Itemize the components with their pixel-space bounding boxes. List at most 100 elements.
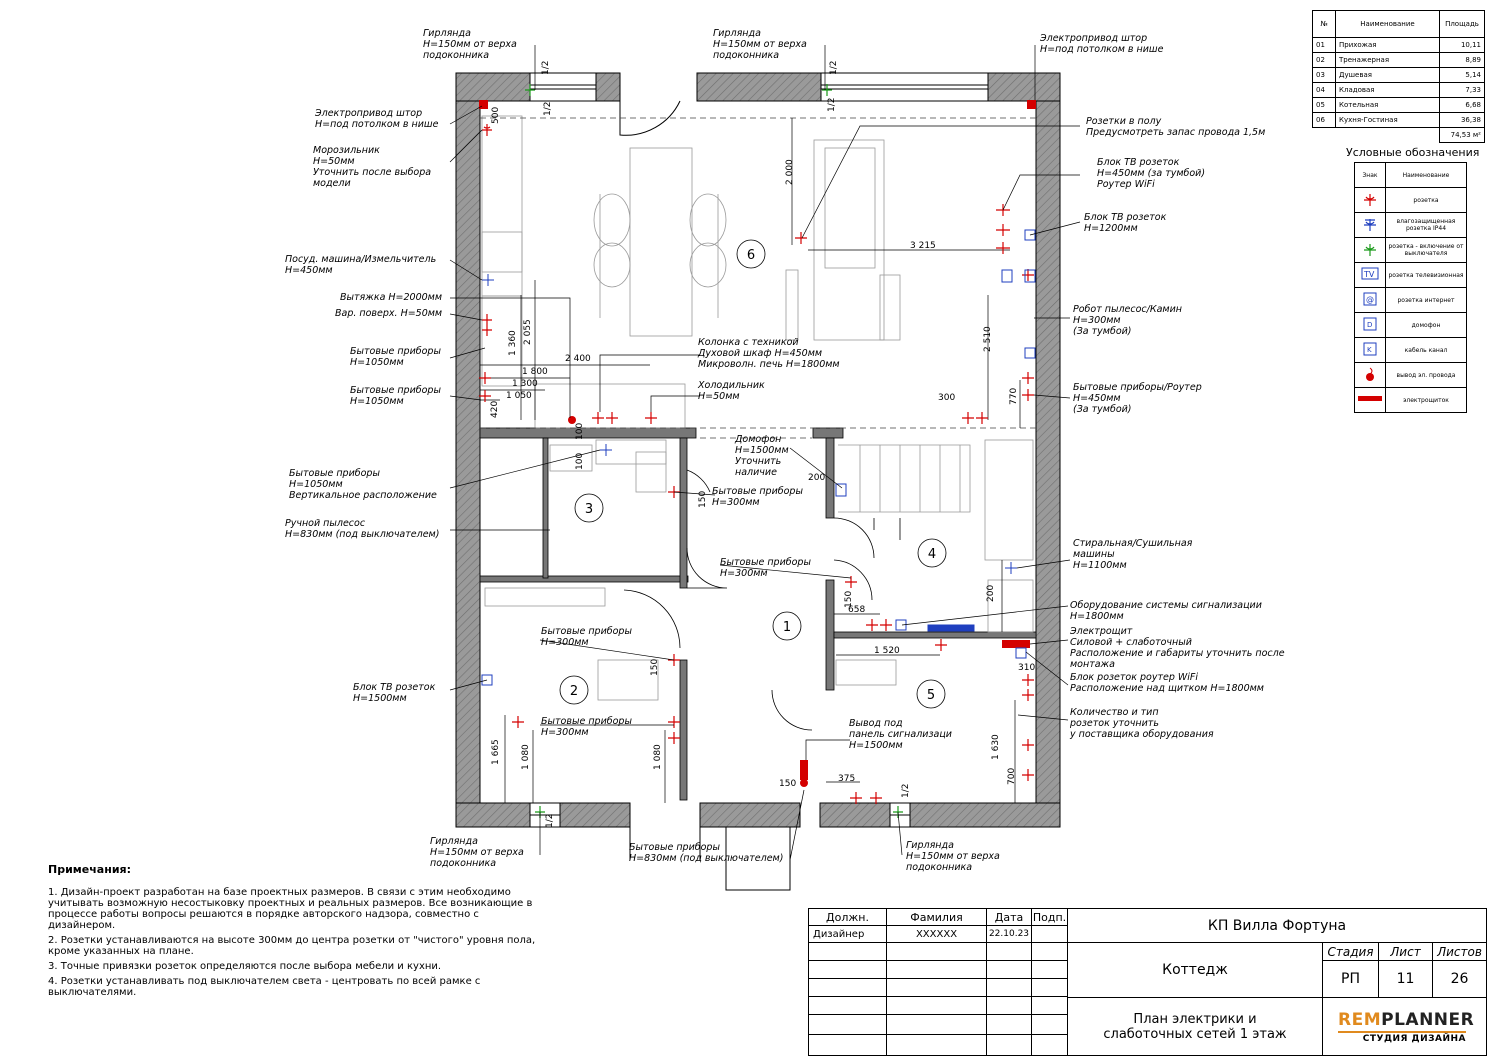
socket-icon <box>850 792 882 804</box>
annotation-appliances: Бытовые приборы H=300мм <box>720 557 811 579</box>
stamp-empty-cell <box>809 979 887 997</box>
socket-icon <box>1022 674 1034 701</box>
stamp-empty-cell <box>987 1015 1032 1035</box>
dim-label: 1 665 <box>491 739 501 765</box>
waterproof-socket-icon <box>482 274 494 286</box>
legend-label: розетка - включение от выключателя <box>1385 237 1467 263</box>
stamp-empty-cell <box>987 979 1032 997</box>
annotation-appliances: Бытовые приборы H=1050мм <box>350 346 441 368</box>
legend-label: домофон <box>1385 312 1467 338</box>
room-area: 7,33 <box>1439 82 1485 98</box>
tv-socket-icon: TV <box>1354 262 1386 288</box>
panel-icon <box>1354 387 1386 413</box>
dim-label: 1 800 <box>522 367 548 377</box>
dim-label: 3 215 <box>910 241 936 251</box>
room-numbers <box>559 239 947 709</box>
rooms-header-area: Площадь <box>1439 10 1485 38</box>
dim-label: 375 <box>838 774 855 784</box>
switch-socket-icons <box>525 84 903 818</box>
room-no: 05 <box>1312 97 1336 113</box>
waterproof-socket-icon <box>1005 562 1017 574</box>
note-item: 2. Розетки устанавливаются на высоте 300… <box>48 935 536 957</box>
room-number: 2 <box>570 684 578 699</box>
annotation-robot: Робот пылесос/Камин H=300мм (За тумбой) <box>1073 304 1182 337</box>
switch-socket-icon <box>1354 237 1386 263</box>
stamp-header-name: Фамилия <box>887 909 987 926</box>
sheets-label: Листов <box>1433 943 1486 961</box>
dim-label: 2 000 <box>785 159 795 185</box>
socket-icon <box>1022 269 1034 281</box>
annotation-appliances: Бытовые приборы H=1050мм <box>350 385 441 407</box>
internet-socket-icon <box>895 619 907 631</box>
room-no: 01 <box>1312 37 1336 53</box>
intercom-icon <box>835 483 847 497</box>
note-item: 3. Точные привязки розеток определяются … <box>48 961 442 972</box>
dim-label: 700 <box>1007 768 1017 785</box>
stamp-empty-cell <box>1032 979 1068 997</box>
stamp-empty-cell <box>887 943 987 961</box>
room-no: 03 <box>1312 67 1336 83</box>
legend-row: розетка <box>1354 187 1467 213</box>
legend-label: электрощиток <box>1385 387 1467 413</box>
dim-label: 1/2 <box>543 102 553 116</box>
annotation-appliances: Бытовые приборы H=300мм <box>712 486 803 508</box>
annotation-tv-block: Блок ТВ розеток H=450мм (за тумбой) Роут… <box>1097 157 1206 190</box>
stamp-empty-cell <box>987 943 1032 961</box>
dim-label: 658 <box>848 605 865 615</box>
socket-icon <box>482 124 492 136</box>
room-number: 5 <box>927 688 935 703</box>
legend-table: Знак Наименование розетка влагозащищенна… <box>1354 162 1467 413</box>
socket-icon <box>866 619 892 631</box>
logo-brand: REMPLANNER <box>1338 1010 1475 1030</box>
socket-icon <box>1022 739 1034 781</box>
annotation-curtain-drive: Электропривод штор H=под потолком в нише <box>315 108 439 130</box>
legend-header: Знак Наименование <box>1354 162 1467 188</box>
stamp-empty-cell <box>987 961 1032 979</box>
sheets-value: 26 <box>1433 961 1486 998</box>
internet-socket-icon <box>1024 347 1036 359</box>
stamp-empty-cell <box>887 961 987 979</box>
legend-label: розетка интернет <box>1385 287 1467 313</box>
annotation-hood: Вытяжка H=2000мм <box>340 292 443 303</box>
dim-label: 2 055 <box>523 319 533 345</box>
stamp-empty-cell <box>887 1035 987 1055</box>
annotation-vacuum: Ручной пылесос H=830мм (под выключателем… <box>285 518 440 540</box>
note-item: 4. Розетки устанавливать под выключателе… <box>48 976 481 998</box>
dim-label: 1 360 <box>508 330 518 356</box>
stamp-empty-cell <box>1032 943 1068 961</box>
title-block: Должн. Фамилия Дата Подп. Дизайнер XXXXX… <box>808 908 1487 1056</box>
annotation-electrical-panel: Электрощит Силовой + слаботочный Располо… <box>1070 626 1285 670</box>
dim-label: 1/2 <box>827 98 837 112</box>
dim-label: 2 510 <box>983 326 993 352</box>
logo-subtitle: СТУДИЯ ДИЗАЙНА <box>1362 1034 1466 1044</box>
annotation-dishwasher: Посуд. машина/Измельчитель H=450мм <box>285 254 437 276</box>
stage-label: Стадия <box>1323 943 1379 961</box>
room-number: 1 <box>783 620 791 635</box>
room-area: 8,89 <box>1439 52 1485 68</box>
dim-label: 1 630 <box>991 734 1001 760</box>
stamp-empty-cell <box>887 1015 987 1035</box>
cable-channel-icon: K <box>1354 337 1386 363</box>
dim-label: 100 <box>575 453 585 470</box>
stamp-header-sign: Подп. <box>1032 909 1068 926</box>
rooms-header-name: Наименование <box>1335 10 1440 38</box>
stamp-empty-cell <box>887 997 987 1015</box>
socket-icon <box>482 314 492 336</box>
dim-label: 1/2 <box>901 784 911 798</box>
dim-label: 150 <box>698 491 708 508</box>
dim-label: 1/2 <box>829 61 839 75</box>
internet-socket-icon <box>481 674 493 686</box>
dim-label: 1/2 <box>545 814 555 828</box>
dim-label: 200 <box>986 585 996 602</box>
object-name: Коттедж <box>1068 943 1323 998</box>
project-name: КП Вилла Фортуна <box>1068 909 1486 943</box>
dim-label: 200 <box>808 473 825 483</box>
dim-label: 1 080 <box>653 744 663 770</box>
dim-label: 310 <box>1018 663 1035 673</box>
dim-label: 100 <box>575 423 585 440</box>
dim-label: 1 300 <box>512 379 538 389</box>
annotation-fridge: Холодильник H=50мм <box>698 380 765 402</box>
intercom-icon: D <box>1354 312 1386 338</box>
